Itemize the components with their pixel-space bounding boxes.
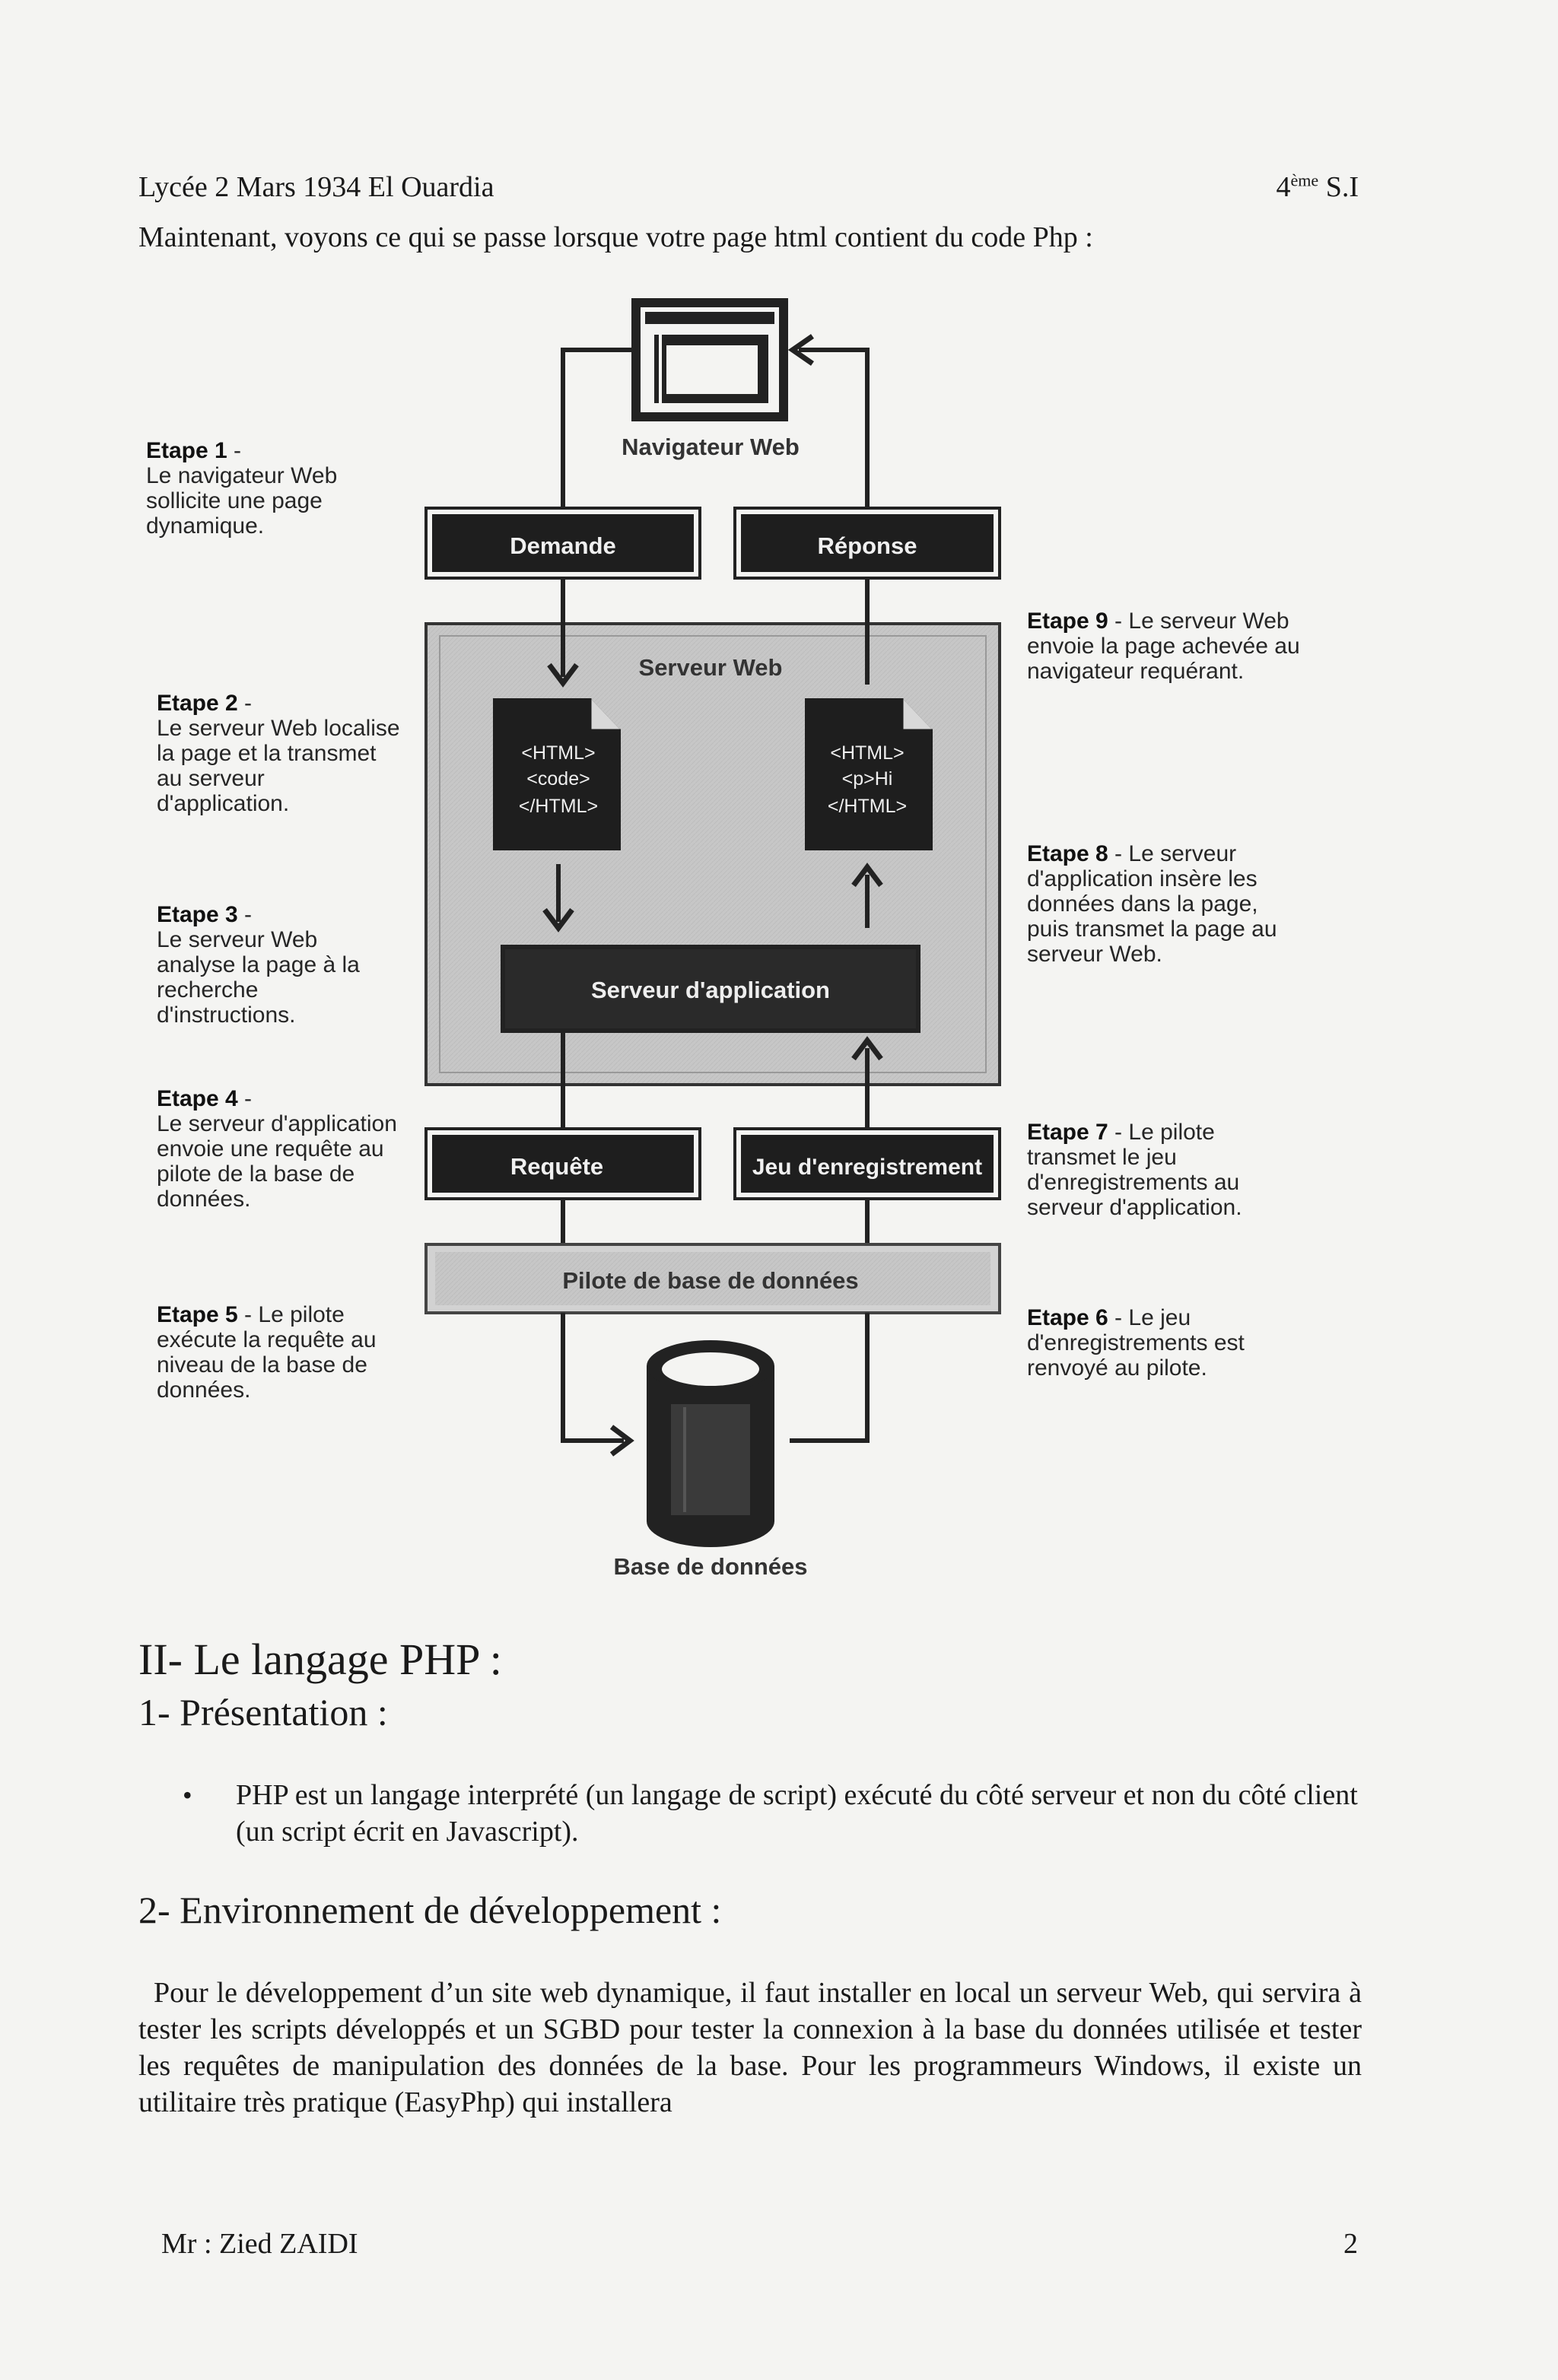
document-left: <HTML> <code> </HTML> [493, 698, 621, 850]
step-3-title: Etape 3 [157, 902, 238, 927]
doc-right-line-3: </HTML> [828, 796, 907, 817]
app-server-label: Serveur d'application [591, 977, 830, 1003]
environment-paragraph: Pour le développement d’un site web dyna… [138, 1977, 1362, 2118]
doc-left-line-1: <HTML> [521, 742, 595, 764]
recordset-box: Jeu d'enregistrement [733, 1127, 1001, 1200]
step-4-title: Etape 4 [157, 1086, 238, 1111]
school-name: Lycée 2 Mars 1934 El Ouardia [138, 171, 494, 203]
step-6: Etape 6 - Le jeu d'enregistrements est r… [1027, 1305, 1245, 1381]
step-2-text: Le serveur Web localise la page et la tr… [157, 716, 400, 816]
level-suffix: S.I [1325, 171, 1359, 203]
web-server-label: Serveur Web [639, 654, 783, 681]
step-3: Etape 3 - Le serveur Web analyse la page… [157, 902, 360, 1028]
step-8: Etape 8 - Le serveur d'application insèr… [1027, 841, 1277, 967]
step-6-text: Le jeu d'enregistrements est renvoyé au … [1027, 1305, 1245, 1381]
step-3-text: Le serveur Web analyse la page à la rech… [157, 927, 360, 1028]
browser-icon [631, 298, 788, 421]
level-number: 4 [1276, 171, 1291, 203]
database-label: Base de données [614, 1553, 808, 1580]
step-9-title: Etape 9 [1027, 609, 1108, 634]
request-box: Demande [424, 507, 701, 580]
request-label: Demande [510, 532, 616, 559]
browser-label: Navigateur Web [622, 434, 800, 460]
section-title: II- Le langage PHP : [138, 1635, 502, 1684]
document-right: <HTML> <p>Hi </HTML> [805, 698, 933, 850]
query-label: Requête [510, 1153, 603, 1180]
step-8-title: Etape 8 [1027, 841, 1108, 866]
diagram-graphic: Navigateur Web Demande Réponse Serveur W… [424, 298, 1001, 1580]
bullet-text: PHP est un langage interprété (un langag… [236, 1779, 1358, 1848]
recordset-label: Jeu d'enregistrement [752, 1155, 982, 1180]
step-5: Etape 5 - Le pilote exécute la requête a… [157, 1302, 377, 1403]
step-4-text: Le serveur d'application envoie une requ… [157, 1111, 397, 1212]
level-sup: ème [1290, 170, 1319, 190]
database-icon [647, 1340, 774, 1547]
doc-left-line-3: </HTML> [519, 796, 598, 817]
php-request-diagram: Navigateur Web Demande Réponse Serveur W… [129, 281, 1316, 1590]
step-9-text: Le serveur Web envoie la page achevée au… [1027, 609, 1300, 684]
response-label: Réponse [818, 532, 917, 559]
doc-right-line-2: <p>Hi [842, 768, 893, 790]
query-box: Requête [424, 1127, 701, 1200]
step-7: Etape 7 - Le pilote transmet le jeu d'en… [1027, 1120, 1242, 1220]
step-7-title: Etape 7 [1027, 1120, 1108, 1145]
step-5-text: Le pilote exécute la requête au niveau d… [157, 1302, 377, 1403]
step-2: Etape 2 - Le serveur Web localise la pag… [157, 691, 400, 816]
intro-sentence: Maintenant, voyons ce qui se passe lorsq… [138, 221, 1093, 253]
subsection-presentation: 1- Présentation : [138, 1691, 388, 1733]
page-number: 2 [1343, 2228, 1358, 2260]
bullet-dot: • [183, 1780, 192, 1810]
doc-left-line-2: <code> [526, 768, 590, 790]
step-2-title: Etape 2 [157, 691, 238, 716]
response-box: Réponse [733, 507, 1001, 580]
doc-right-line-1: <HTML> [830, 742, 904, 764]
step-1-title: Etape 1 [146, 438, 227, 463]
subsection-environment: 2- Environnement de développement : [138, 1889, 722, 1931]
step-6-title: Etape 6 [1027, 1305, 1108, 1330]
step-9: Etape 9 - Le serveur Web envoie la page … [1027, 609, 1300, 684]
class-level: 4ème S.I [1277, 170, 1359, 204]
driver-bar: Pilote de base de données [424, 1243, 1001, 1314]
step-1-text: Le navigateur Web sollicite une page dyn… [146, 463, 338, 539]
step-5-title: Etape 5 [157, 1302, 238, 1327]
step-8-text: Le serveur d'application insère les donn… [1027, 841, 1277, 967]
app-server-box: Serveur d'application [501, 945, 920, 1033]
step-4: Etape 4 - Le serveur d'application envoi… [157, 1086, 397, 1212]
step-7-text: Le pilote transmet le jeu d'enregistreme… [1027, 1120, 1242, 1220]
driver-label: Pilote de base de données [562, 1267, 858, 1294]
step-1: Etape 1 - Le navigateur Web sollicite un… [146, 438, 338, 539]
footer-author: Mr : Zied ZAIDI [161, 2228, 358, 2260]
